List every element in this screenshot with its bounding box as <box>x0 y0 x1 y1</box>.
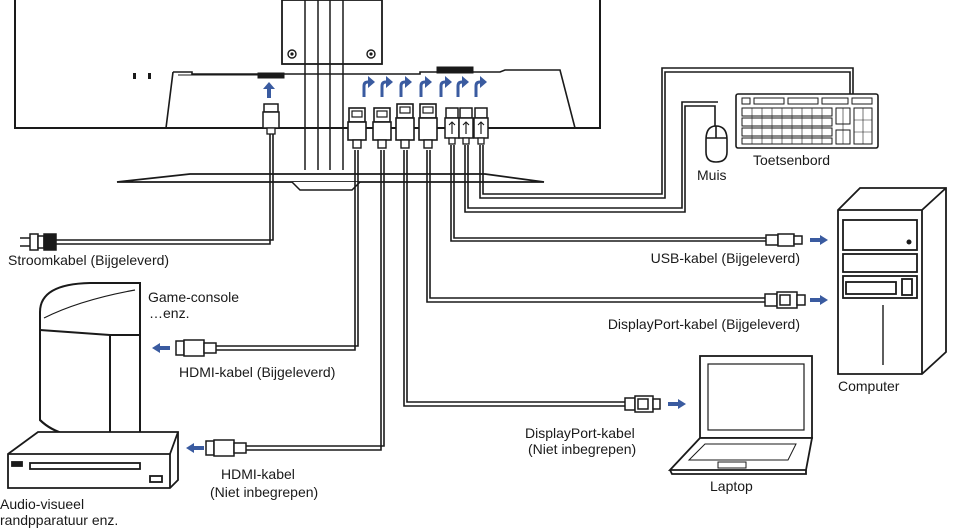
usb-plug-computer-icon <box>765 233 803 247</box>
arrow-up-icons <box>263 74 489 99</box>
displayport-not-included-label-1: DisplayPort-kabel <box>525 425 635 441</box>
hdmi-plug-console-icon <box>175 339 217 357</box>
plugs-monitor <box>262 103 489 149</box>
displayport-supplied-label: DisplayPort-kabel (Bijgeleverd) <box>607 316 800 332</box>
hdmi-supplied-label: HDMI-kabel (Bijgeleverd) <box>179 364 336 380</box>
hdmi-plug-av-icon <box>205 439 247 457</box>
arrow-left-av-icon <box>186 443 204 453</box>
keyboard-icon <box>735 93 879 149</box>
computer-icon <box>837 187 947 375</box>
arrow-right-dp-icon <box>810 295 828 305</box>
arrow-left-console-icon <box>152 343 170 353</box>
arrow-right-usb-icon <box>810 235 828 245</box>
dp-plug-computer-icon <box>764 291 806 309</box>
cables <box>55 67 854 451</box>
monitor <box>14 0 601 191</box>
hdmi-not-included-label-2: (Niet inbegrepen) <box>210 484 319 500</box>
av-device-label-2: randpparatuur enz. <box>0 512 119 528</box>
game-console-icon <box>39 282 141 442</box>
av-device-icon <box>7 431 179 489</box>
mouse-label: Muis <box>697 167 727 183</box>
hdmi-not-included-label-1: HDMI-kabel <box>221 466 295 482</box>
keyboard-label: Toetsenbord <box>753 152 831 168</box>
mouse-icon <box>705 125 728 163</box>
power-cable-label: Stroomkabel (Bijgeleverd) <box>8 252 170 268</box>
displayport-not-included-label-2: (Niet inbegrepen) <box>528 441 637 457</box>
game-console-label: Game-console <box>148 289 240 305</box>
power-plug-icon <box>20 233 57 251</box>
usb-cable-label: USB-kabel (Bijgeleverd) <box>650 250 800 266</box>
dp-plug-laptop-icon <box>624 395 661 413</box>
laptop-label: Laptop <box>710 478 753 494</box>
laptop-icon <box>667 355 814 475</box>
arrow-right-laptop-icon <box>668 399 686 409</box>
game-console-etc-label: …enz. <box>149 305 190 321</box>
av-device-label-1: Audio-visueel <box>0 496 85 512</box>
computer-label: Computer <box>838 378 900 394</box>
